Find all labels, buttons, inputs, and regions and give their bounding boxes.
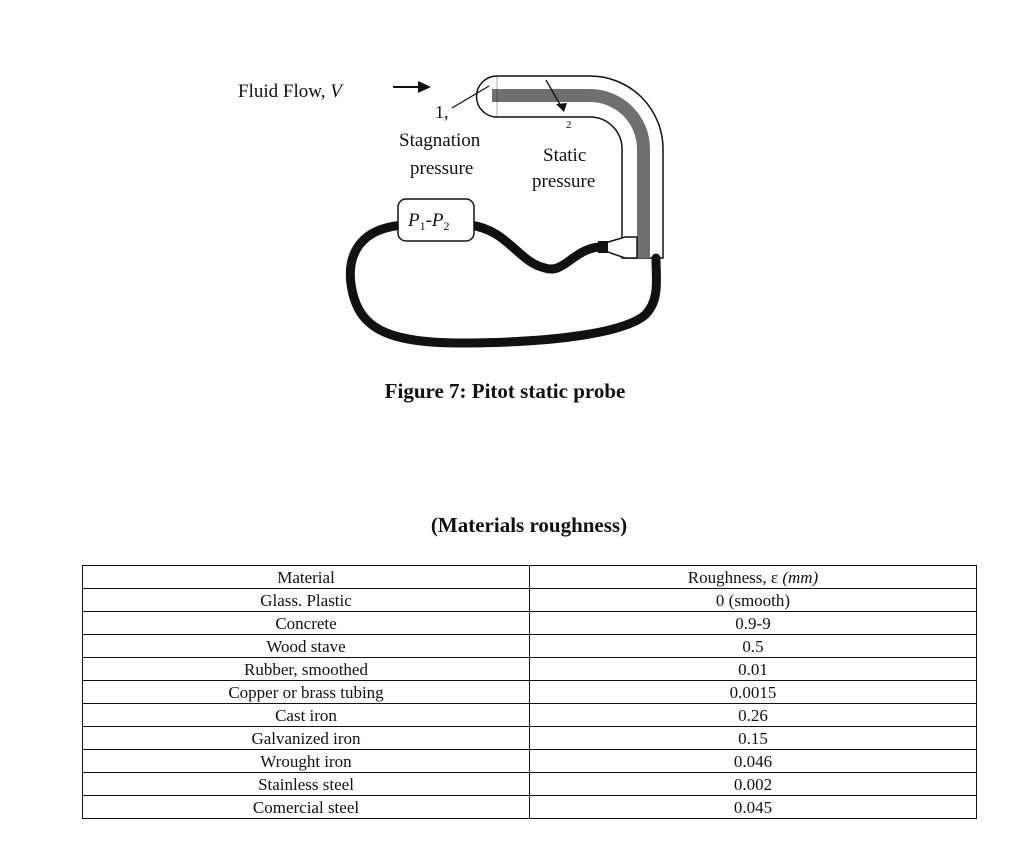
fluid-flow-label: Fluid Flow, V (238, 81, 344, 102)
static-label-line1: Static (543, 145, 586, 166)
point-2-label: 2 (566, 119, 572, 131)
hose-fitting (604, 236, 638, 259)
material-cell: Cast iron (82, 703, 530, 727)
material-cell: Rubber, smoothed (82, 657, 530, 681)
roughness-cell: 0.046 (529, 749, 977, 773)
material-cell: Copper or brass tubing (82, 680, 530, 704)
material-cell: Glass. Plastic (82, 588, 530, 612)
header-roughness-unit: (mm) (782, 567, 819, 587)
roughness-cell: 0.9-9 (529, 611, 977, 635)
table-row: Copper or brass tubing 0.0015 (82, 680, 977, 704)
point-1-label: 1, (435, 102, 449, 122)
material-cell: Wrought iron (82, 749, 530, 773)
table-title: (Materials roughness) (430, 513, 628, 537)
roughness-cell: 0.045 (529, 795, 977, 819)
table-row: Stainless steel 0.002 (82, 772, 977, 796)
material-cell: Wood stave (82, 634, 530, 658)
table-row: Comercial steel 0.045 (82, 795, 977, 819)
static-pointer-arrowhead (556, 103, 567, 112)
roughness-cell: 0 (smooth) (529, 588, 977, 612)
roughness-cell: 0.15 (529, 726, 977, 750)
material-cell: Concrete (82, 611, 530, 635)
roughness-cell: 0.26 (529, 703, 977, 727)
stagnation-label-line1: Stagnation (399, 130, 481, 151)
material-cell: Comercial steel (82, 795, 530, 819)
roughness-cell: 0.0015 (529, 680, 977, 704)
table-row: Glass. Plastic 0 (smooth) (82, 588, 977, 612)
hose-nozzle (598, 241, 608, 253)
table-row: Cast iron 0.26 (82, 703, 977, 727)
static-label-line2: pressure (532, 171, 595, 192)
static-pointer-line (545, 79, 563, 109)
header-material: Material (82, 565, 530, 589)
hose-loop (345, 220, 661, 348)
probe-tube (475, 75, 664, 259)
stagnation-pointer-line (451, 85, 490, 109)
roughness-table: Material Roughness, ε (mm) Glass. Plasti… (82, 565, 977, 819)
material-cell: Stainless steel (82, 772, 530, 796)
roughness-cell: 0.002 (529, 772, 977, 796)
flow-arrow-icon (393, 81, 431, 93)
pitot-probe-diagram: Fluid Flow, V 1, 2 Stagnation pressure S… (238, 75, 664, 348)
table-row: Galvanized iron 0.15 (82, 726, 977, 750)
table-row: Concrete 0.9-9 (82, 611, 977, 635)
table-header-row: Material Roughness, ε (mm) (82, 565, 977, 589)
table-row: Wrought iron 0.046 (82, 749, 977, 773)
stagnation-label-line2: pressure (410, 158, 473, 179)
material-cell: Galvanized iron (82, 726, 530, 750)
pressure-gauge-label: P1-P2 (407, 210, 450, 233)
header-roughness-text: Roughness, ε (687, 567, 783, 587)
header-roughness: Roughness, ε (mm) (529, 565, 977, 589)
roughness-cell: 0.5 (529, 634, 977, 658)
figure-caption: Figure 7: Pitot static probe (384, 379, 626, 403)
table-row: Wood stave 0.5 (82, 634, 977, 658)
roughness-cell: 0.01 (529, 657, 977, 681)
table-row: Rubber, smoothed 0.01 (82, 657, 977, 681)
pressure-gauge-box (397, 198, 475, 242)
